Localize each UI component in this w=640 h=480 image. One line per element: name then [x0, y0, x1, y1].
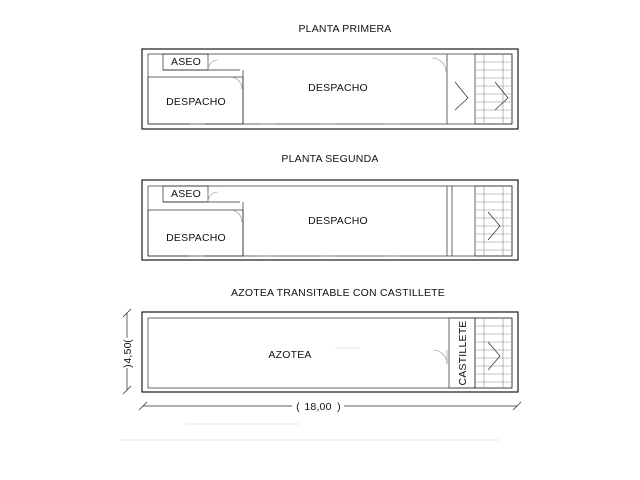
floor-title-primera: PLANTA PRIMERA [298, 23, 391, 35]
room-label-aseo-primera: ASEO [171, 56, 201, 68]
floor-plan-primera: PLANTA PRIMERA ASEO DESPACHO DESPACHO [141, 23, 519, 130]
floor-title-azotea: AZOTEA TRANSITABLE CON CASTILLETE [231, 287, 445, 299]
svg-text:(: ( [122, 339, 134, 343]
dimension-width-label: 18,00 [304, 401, 331, 413]
scan-artifacts [120, 423, 500, 441]
room-label-despacho-main-primera: DESPACHO [308, 82, 368, 94]
stair-core-segunda [474, 185, 513, 257]
dimension-height: 4,50 ( ) [118, 308, 136, 395]
room-label-castillete: CASTILLETE [457, 320, 469, 385]
room-label-azotea: AZOTEA [268, 349, 311, 361]
dimension-width: ( 18,00 ) [138, 400, 522, 413]
svg-text:): ) [337, 401, 341, 413]
outer-wall-azotea [141, 311, 519, 393]
room-label-despacho-small-segunda: DESPACHO [166, 232, 226, 244]
svg-text:): ) [122, 364, 134, 368]
floor-plan-azotea: AZOTEA TRANSITABLE CON CASTILLETE AZOTEA… [141, 287, 519, 393]
stair-core-azotea [474, 317, 513, 389]
svg-text:(: ( [296, 401, 300, 413]
floor-title-segunda: PLANTA SEGUNDA [281, 153, 378, 165]
room-label-despacho-main-segunda: DESPACHO [308, 215, 368, 227]
room-label-aseo-segunda: ASEO [171, 188, 201, 200]
dimension-height-label: 4,50 [122, 342, 134, 363]
room-label-despacho-small-primera: DESPACHO [166, 96, 226, 108]
stair-core-primera [474, 53, 513, 125]
outer-wall-segunda [141, 179, 519, 261]
outer-wall-primera [141, 48, 519, 130]
floor-plan-segunda: PLANTA SEGUNDA ASEO DESPACHO DESPACHO [141, 153, 519, 261]
